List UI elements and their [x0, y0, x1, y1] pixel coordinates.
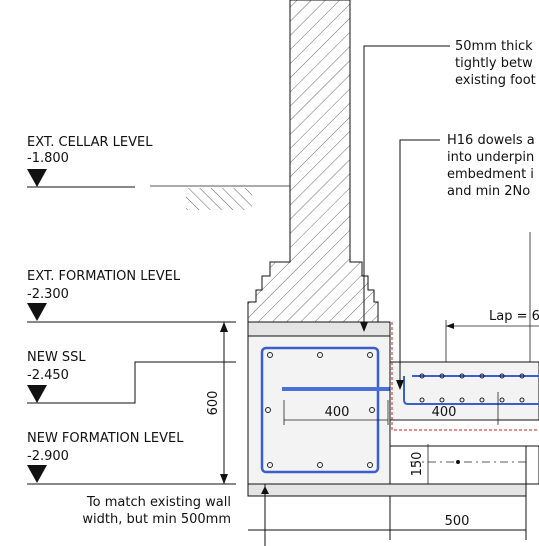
new-ssl-value: -2.450	[27, 368, 69, 383]
dim-400	[283, 392, 499, 425]
match-note-line2: width, but min 500mm	[82, 512, 231, 527]
note1-line1: 50mm thick	[455, 39, 533, 54]
new-slab	[389, 322, 539, 485]
dim-500	[248, 484, 527, 546]
dim-400-left-label: 400	[325, 405, 350, 420]
leaders	[360, 45, 450, 390]
dim-600	[220, 322, 228, 484]
existing-footing-band	[247, 321, 391, 337]
new-formation-level-label: NEW FORMATION LEVEL	[27, 431, 184, 446]
new-ssl-label: NEW SSL	[27, 350, 86, 365]
lap-label: Lap = 6	[489, 309, 539, 324]
existing-wall	[247, 0, 379, 323]
dim-500-label: 500	[445, 514, 470, 529]
soil-hatch	[150, 185, 290, 210]
dim-400-right-label: 400	[432, 405, 457, 420]
lap-dim	[445, 232, 539, 362]
dim-150	[410, 444, 526, 484]
level-markers	[27, 169, 236, 485]
note2-line4: and min 2No	[447, 184, 530, 199]
note2-line3: embedment i	[447, 167, 534, 182]
dim-600-label: 600	[206, 391, 221, 416]
ext-cellar-level-value: -1.800	[27, 151, 69, 166]
ext-cellar-level-label: EXT. CELLAR LEVEL	[27, 135, 153, 150]
ext-formation-level-label: EXT. FORMATION LEVEL	[27, 269, 181, 284]
ext-formation-level-value: -2.300	[27, 287, 69, 302]
note2-line2: into underpin	[447, 150, 534, 165]
text-labels: EXT. CELLAR LEVEL -1.800 EXT. FORMATION …	[27, 39, 539, 529]
dim-150-label: 150	[410, 452, 425, 477]
match-note-line1: To match existing wall	[86, 495, 231, 510]
base-blinding	[247, 483, 527, 497]
note1-line3: existing foot	[455, 73, 536, 88]
new-formation-level-value: -2.900	[27, 449, 69, 464]
note1-line2: tightly betw	[455, 56, 533, 71]
note2-line1: H16 dowels a	[447, 133, 535, 148]
